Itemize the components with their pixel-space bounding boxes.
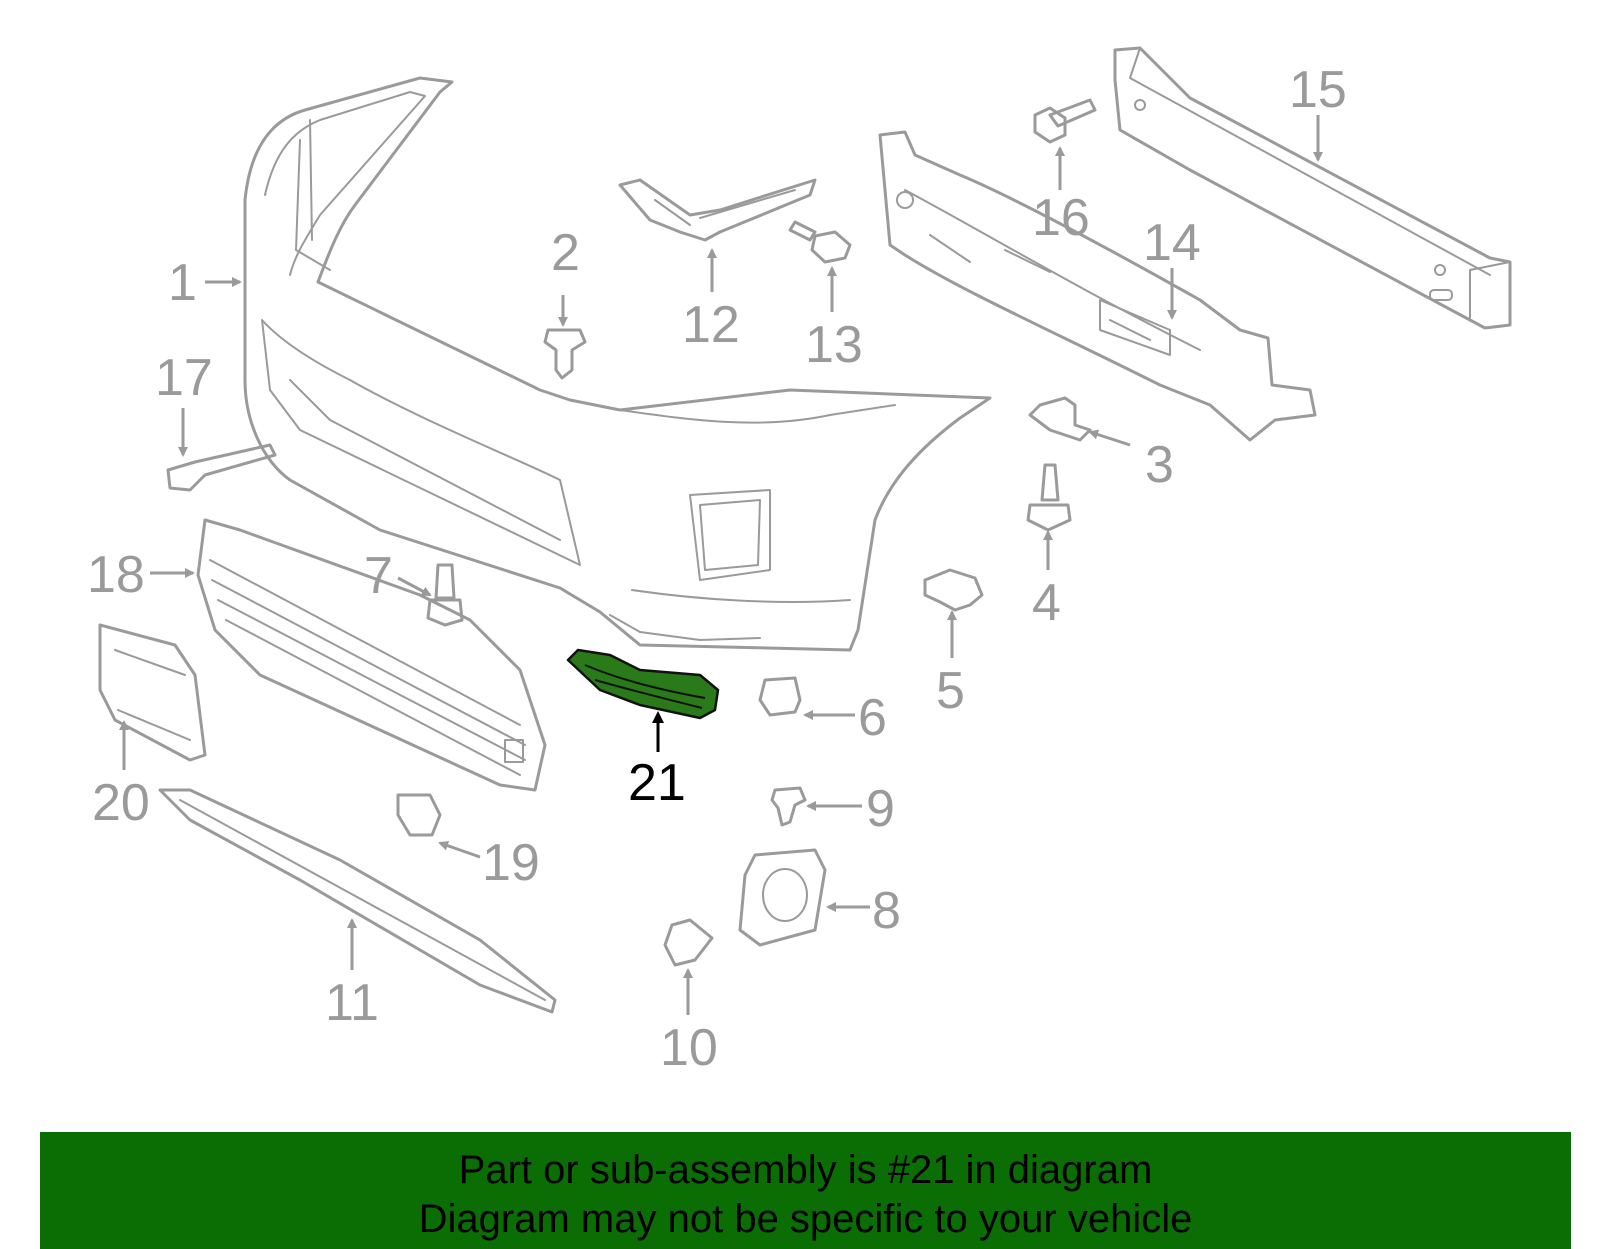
bolt-part-16: [1033, 98, 1097, 144]
bumper-cover-part-1: [243, 76, 992, 652]
callout-15: 15: [1289, 61, 1347, 119]
banner-line-1: Part or sub-assembly is #21 in diagram: [458, 1148, 1153, 1192]
callout-10: 10: [660, 1019, 718, 1077]
info-banner: Part or sub-assembly is #21 in diagram D…: [40, 1132, 1571, 1249]
clip-part-5: [923, 568, 984, 612]
grille-part-18: [196, 518, 547, 792]
callout-7: 7: [364, 547, 393, 605]
clip-part-9: [770, 786, 807, 827]
arrow-3: [1088, 429, 1131, 447]
fog-bezel-part-8: [738, 848, 827, 947]
cap-part-10: [663, 918, 714, 967]
callout-11: 11: [325, 974, 379, 1032]
callout-6: 6: [858, 689, 887, 747]
callout-5: 5: [936, 662, 965, 720]
retainer-part-3: [1028, 396, 1092, 442]
callout-18: 18: [87, 546, 145, 604]
energy-absorber-part-14: [878, 130, 1317, 442]
callout-9: 9: [866, 780, 895, 838]
callout-17: 17: [155, 349, 213, 407]
banner-line-2: Diagram may not be specific to your vehi…: [418, 1197, 1193, 1241]
callout-8: 8: [872, 882, 901, 940]
callout-14: 14: [1143, 214, 1201, 272]
callout-12: 12: [682, 296, 740, 354]
bolt-part-7: [426, 563, 464, 627]
bumper-reinforcement-part-15: [1113, 46, 1512, 330]
parts-diagram: 1 2 3 4 5 6 7 8 9 10 11 12 13 14 15 16 1…: [87, 46, 1512, 1077]
highlighted-part-21: [566, 648, 720, 720]
license-bracket-part-20: [98, 623, 207, 762]
bracket-part-12: [618, 178, 817, 242]
callout-13: 13: [805, 316, 863, 374]
callout-3: 3: [1145, 436, 1174, 494]
screw-part-4: [1026, 463, 1072, 532]
arrow-7: [397, 576, 432, 597]
tow-hook-part-17: [166, 443, 277, 492]
clip-part-2: [543, 328, 587, 380]
clip-part-6: [758, 676, 802, 717]
cap-part-19: [396, 793, 442, 837]
callout-19: 19: [482, 834, 540, 892]
arrow-19: [438, 840, 481, 859]
callout-20: 20: [92, 774, 150, 832]
callout-2: 2: [551, 224, 580, 282]
callout-4: 4: [1032, 574, 1061, 632]
bolt-part-13: [788, 220, 852, 264]
callout-1: 1: [168, 254, 197, 312]
lower-spoiler-part-11: [158, 788, 557, 1014]
callout-16: 16: [1032, 189, 1090, 247]
callout-21: 21: [628, 754, 686, 812]
